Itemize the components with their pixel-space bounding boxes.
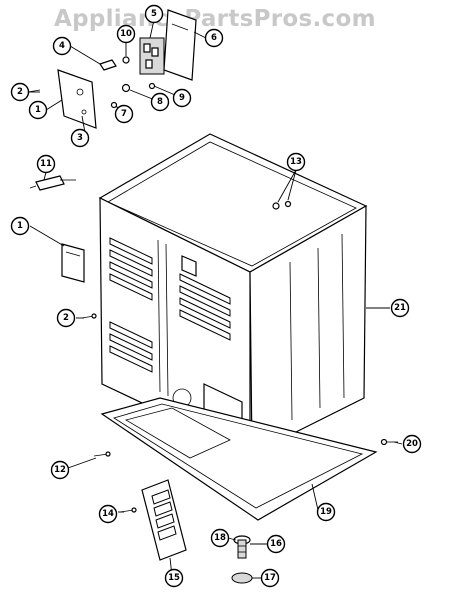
- svg-text:21: 21: [394, 303, 406, 313]
- svg-text:5: 5: [151, 9, 157, 19]
- callout-1-lower: 1: [10, 216, 30, 236]
- callout-19: 19: [316, 502, 336, 522]
- svg-text:6: 6: [211, 33, 217, 43]
- svg-text:19: 19: [320, 507, 332, 517]
- callout-10: 10: [116, 24, 136, 44]
- svg-text:4: 4: [59, 41, 65, 51]
- callout-14: 14: [98, 504, 118, 524]
- kick-panel-part: [141, 479, 187, 561]
- access-plate-part: [61, 243, 85, 283]
- svg-text:12: 12: [54, 465, 66, 475]
- svg-text:16: 16: [270, 539, 282, 549]
- svg-text:2: 2: [63, 313, 69, 323]
- callout-18: 18: [210, 528, 230, 548]
- svg-text:1: 1: [17, 221, 23, 231]
- callout-11: 11: [36, 154, 56, 174]
- svg-text:7: 7: [121, 109, 127, 119]
- svg-text:18: 18: [214, 533, 226, 543]
- svg-text:10: 10: [120, 29, 132, 39]
- callout-17: 17: [260, 568, 280, 588]
- screw-14-part: [119, 507, 137, 513]
- callout-21: 21: [390, 298, 410, 318]
- callout-7: 7: [114, 104, 134, 124]
- top-screw-part: [272, 200, 292, 210]
- callout-9: 9: [172, 88, 192, 108]
- svg-text:8: 8: [157, 97, 163, 107]
- svg-text:17: 17: [264, 573, 276, 583]
- svg-text:11: 11: [40, 159, 52, 169]
- svg-text:3: 3: [77, 133, 83, 143]
- wire-connector-part: [29, 175, 76, 191]
- watermark: AppliancePartsPros.com: [54, 6, 376, 32]
- clip-part: [99, 59, 117, 71]
- cabinet-part: [98, 133, 368, 455]
- callout-13: 13: [286, 152, 306, 172]
- callout-8: 8: [150, 92, 170, 112]
- screw-2-part: [81, 313, 97, 319]
- louvre-slots: [109, 237, 231, 373]
- svg-text:2: 2: [17, 87, 23, 97]
- callout-6: 6: [204, 28, 224, 48]
- callout-2-upper: 2: [10, 82, 30, 102]
- callout-12: 12: [50, 460, 70, 480]
- callout-16: 16: [266, 534, 286, 554]
- callout-1-upper: 1: [28, 100, 48, 120]
- terminal-cover-part: [163, 9, 197, 81]
- svg-text:15: 15: [168, 573, 180, 583]
- bracket-plate-part: [57, 69, 97, 129]
- callout-4: 4: [52, 36, 72, 56]
- svg-text:14: 14: [102, 509, 114, 519]
- base-frame-part: [100, 397, 378, 521]
- foot-pad-part: [231, 572, 253, 584]
- svg-text:9: 9: [179, 93, 185, 103]
- callout-20: 20: [402, 434, 422, 454]
- leveling-leg-part: [233, 535, 251, 559]
- callout-15: 15: [164, 568, 184, 588]
- callout-3: 3: [70, 128, 90, 148]
- svg-text:13: 13: [290, 157, 302, 167]
- svg-text:1: 1: [35, 105, 41, 115]
- callout-2-lower: 2: [56, 308, 76, 328]
- svg-text:20: 20: [406, 439, 418, 449]
- small-screws-part: [27, 56, 156, 109]
- terminal-block-part: [139, 37, 165, 75]
- callout-5: 5: [144, 4, 164, 24]
- screw-12-part: [93, 451, 111, 457]
